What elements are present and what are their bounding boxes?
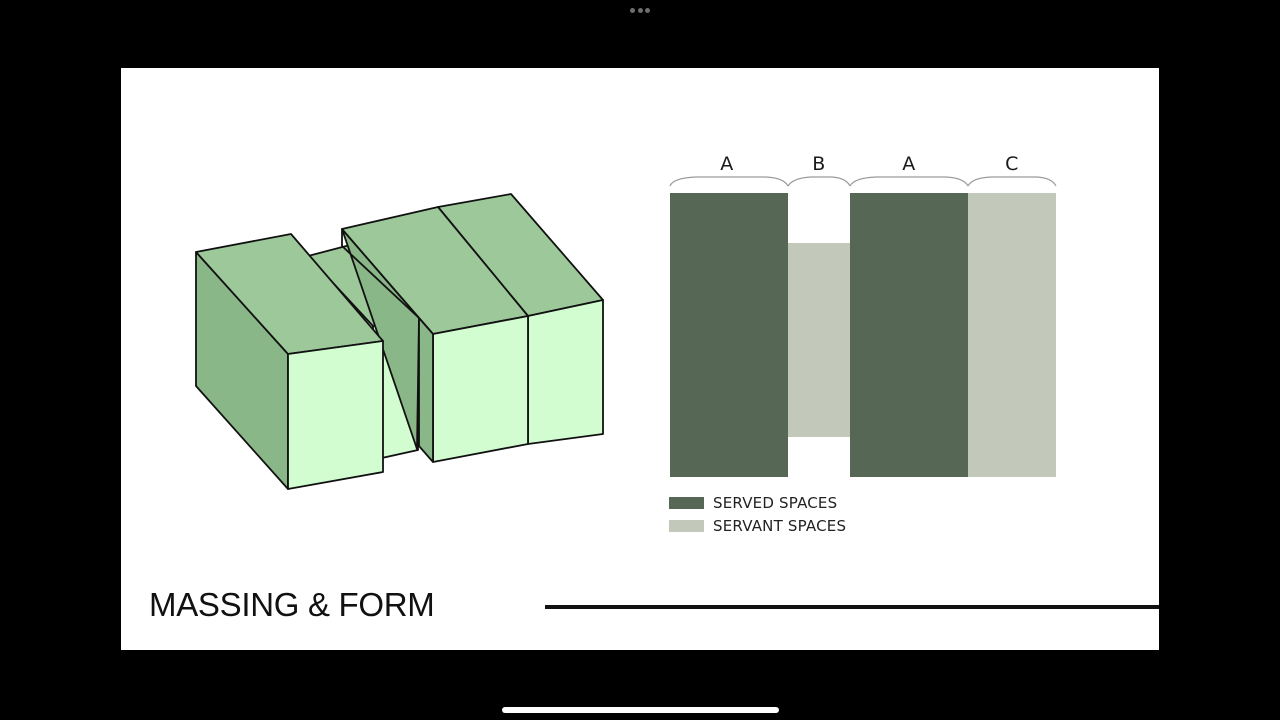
legend-item-servant: SERVANT SPACES	[669, 514, 846, 537]
brace-b	[787, 176, 851, 187]
dot	[645, 7, 650, 13]
legend-item-served: SERVED SPACES	[669, 491, 846, 514]
column-label-a1: A	[720, 153, 734, 175]
title-rule	[545, 605, 1159, 609]
legend-label-served: SERVED SPACES	[713, 493, 838, 512]
column-a1	[670, 193, 788, 477]
brace-a2	[849, 176, 969, 187]
block-a2-edge	[341, 229, 420, 319]
column-label-a2: A	[902, 153, 916, 175]
legend-label-servant: SERVANT SPACES	[713, 516, 847, 535]
block-a1-front	[287, 340, 384, 490]
legend: SERVED SPACES SERVANT SPACES	[669, 491, 846, 537]
brace-c	[967, 176, 1057, 187]
spaces-diagram	[669, 176, 1057, 477]
brace-a1	[669, 176, 789, 187]
dot	[630, 7, 635, 13]
block-a2-left	[418, 317, 434, 463]
column-b	[788, 243, 850, 437]
presentation-slide: A B A C SERVED SPACES SERVANT SPACES MAS…	[121, 68, 1159, 650]
dot	[637, 7, 643, 13]
more-dots-icon[interactable]	[630, 7, 650, 13]
column-a2	[850, 193, 968, 477]
column-label-c: C	[1005, 153, 1019, 175]
column-label-b: B	[812, 153, 826, 175]
served-swatch	[669, 496, 704, 509]
column-c	[968, 193, 1056, 477]
home-indicator[interactable]	[502, 707, 779, 713]
servant-swatch	[669, 519, 704, 532]
slide-title: MASSING & FORM	[149, 586, 435, 623]
massing-illustration	[195, 193, 604, 490]
